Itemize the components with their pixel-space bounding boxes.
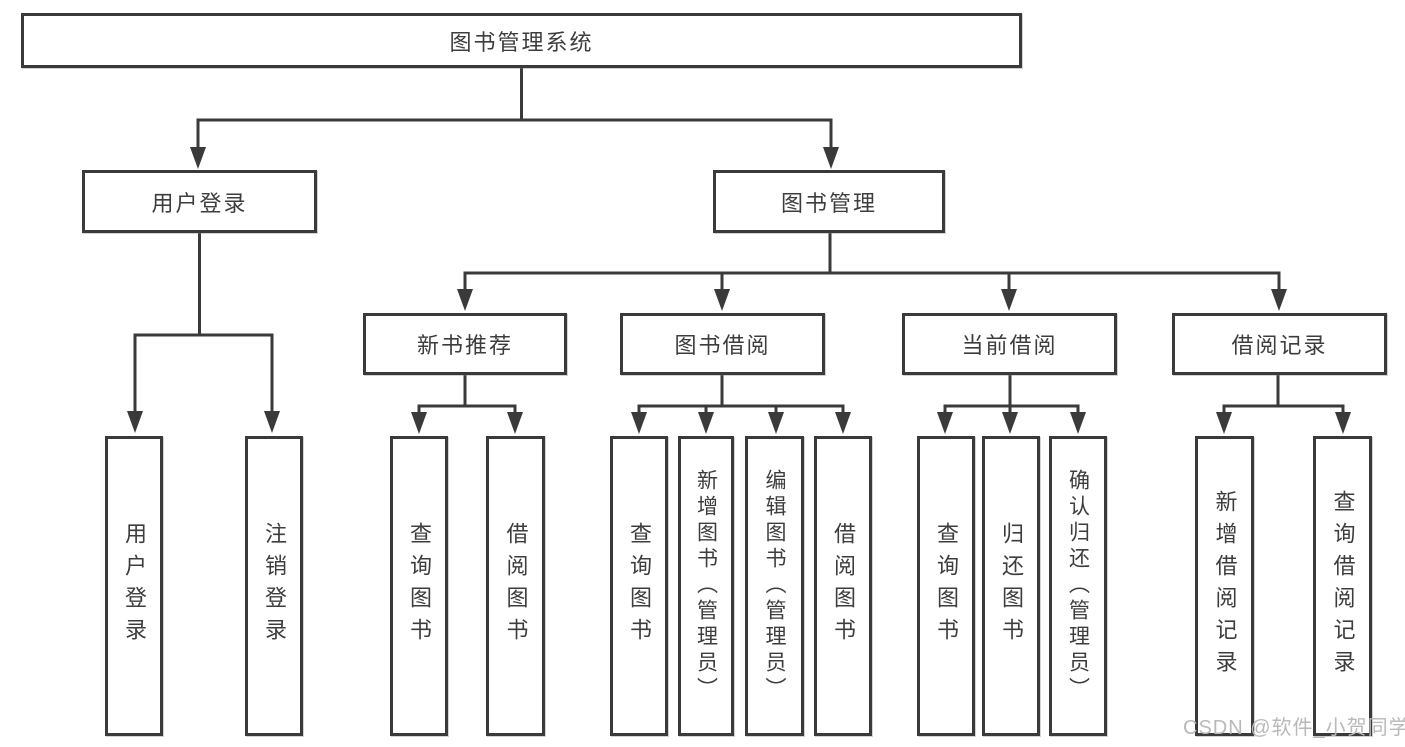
node-label: 查询图书 bbox=[934, 522, 959, 650]
node-label: 确认归还（管理员） bbox=[1066, 469, 1090, 703]
leaf-br-add-record: 新增借阅记录 bbox=[1195, 436, 1254, 736]
leaf-cb-confirm-return-admin: 确认归还（管理员） bbox=[1049, 436, 1107, 736]
node-label: 借阅图书 bbox=[831, 522, 856, 650]
node-label: 查询图书 bbox=[627, 522, 652, 650]
node-label: 用户登录 bbox=[122, 522, 147, 650]
node-label: 新增图书（管理员） bbox=[694, 469, 718, 703]
node-borrowing-records: 借阅记录 bbox=[1172, 313, 1387, 375]
node-library-management-system: 图书管理系统 bbox=[21, 13, 1022, 68]
node-new-book-recommend: 新书推荐 bbox=[363, 313, 567, 375]
arrowheads bbox=[127, 147, 1351, 434]
node-label: 借阅图书 bbox=[503, 522, 529, 650]
node-book-borrowing: 图书借阅 bbox=[620, 313, 825, 375]
node-label: 当前借阅 bbox=[961, 333, 1058, 358]
leaf-nb-borrow-books: 借阅图书 bbox=[486, 436, 545, 736]
node-label: 查询借阅记录 bbox=[1330, 490, 1356, 682]
leaf-bb-borrow-books: 借阅图书 bbox=[814, 436, 872, 736]
node-label: 查询图书 bbox=[407, 522, 432, 650]
leaf-logout: 注销登录 bbox=[245, 436, 303, 736]
node-label: 用户登录 bbox=[151, 190, 248, 216]
leaf-bb-edit-books-admin: 编辑图书（管理员） bbox=[745, 436, 804, 736]
leaf-bb-query-books: 查询图书 bbox=[610, 436, 668, 736]
node-label: 图书管理系统 bbox=[449, 29, 594, 55]
leaf-bb-add-books-admin: 新增图书（管理员） bbox=[678, 436, 734, 736]
csdn-watermark: CSDN @软件_小贺同学 bbox=[1183, 717, 1405, 739]
node-label: 新增借阅记录 bbox=[1212, 490, 1238, 682]
node-label: 新书推荐 bbox=[416, 333, 513, 358]
node-user-login: 用户登录 bbox=[82, 170, 317, 233]
node-label: 编辑图书（管理员） bbox=[763, 469, 786, 703]
node-label: 借阅记录 bbox=[1231, 333, 1328, 358]
leaf-cb-return-books: 归还图书 bbox=[982, 436, 1040, 736]
node-label: 图书借阅 bbox=[674, 333, 771, 358]
leaf-user-login: 用户登录 bbox=[105, 436, 163, 736]
node-label: 归还图书 bbox=[999, 522, 1024, 650]
node-book-management: 图书管理 bbox=[713, 170, 945, 233]
node-label: 图书管理 bbox=[780, 190, 877, 216]
leaf-br-query-record: 查询借阅记录 bbox=[1313, 436, 1372, 736]
leaf-cb-query-books: 查询图书 bbox=[917, 436, 975, 736]
node-current-borrowing: 当前借阅 bbox=[902, 313, 1117, 375]
node-label: 注销登录 bbox=[262, 522, 287, 650]
leaf-nb-query-books: 查询图书 bbox=[390, 436, 448, 736]
